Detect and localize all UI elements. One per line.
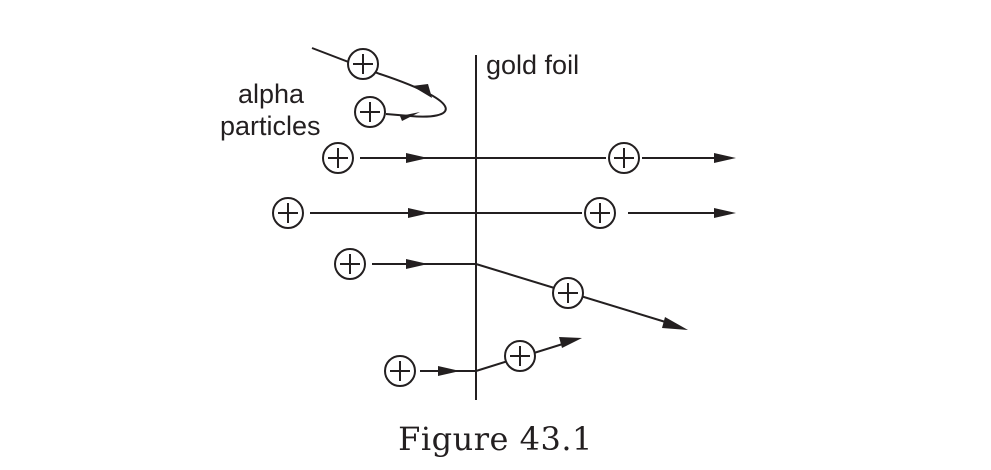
alpha-label-line1: alpha	[238, 79, 305, 109]
arrowhead	[662, 317, 688, 330]
alpha-particle	[552, 277, 584, 309]
arrowhead	[406, 259, 428, 269]
alpha-particle	[322, 142, 354, 174]
arrowhead	[559, 337, 582, 348]
arrowhead	[714, 208, 736, 218]
arrowhead	[714, 153, 736, 163]
alpha-particle	[584, 197, 616, 229]
alpha-particle	[354, 96, 386, 128]
arrowhead	[408, 208, 430, 218]
alpha-particle	[608, 142, 640, 174]
gold-foil-label: gold foil	[486, 50, 579, 80]
alpha-particle	[504, 340, 536, 372]
path-straight-2	[272, 197, 736, 229]
arrowhead	[406, 153, 428, 163]
path-deflected-up	[384, 337, 582, 387]
arrowhead	[400, 112, 420, 121]
path-straight-1	[322, 142, 736, 174]
path-deflected-down	[334, 248, 688, 330]
alpha-particle	[384, 355, 416, 387]
alpha-particle	[334, 248, 366, 280]
alpha-particle	[347, 48, 379, 80]
alpha-particle	[272, 197, 304, 229]
figure-caption: Figure 43.1	[398, 420, 593, 458]
arrowhead	[412, 84, 432, 98]
alpha-label-line2: particles	[220, 111, 321, 141]
path-backscatter	[311, 47, 447, 128]
arrowhead	[438, 366, 460, 376]
